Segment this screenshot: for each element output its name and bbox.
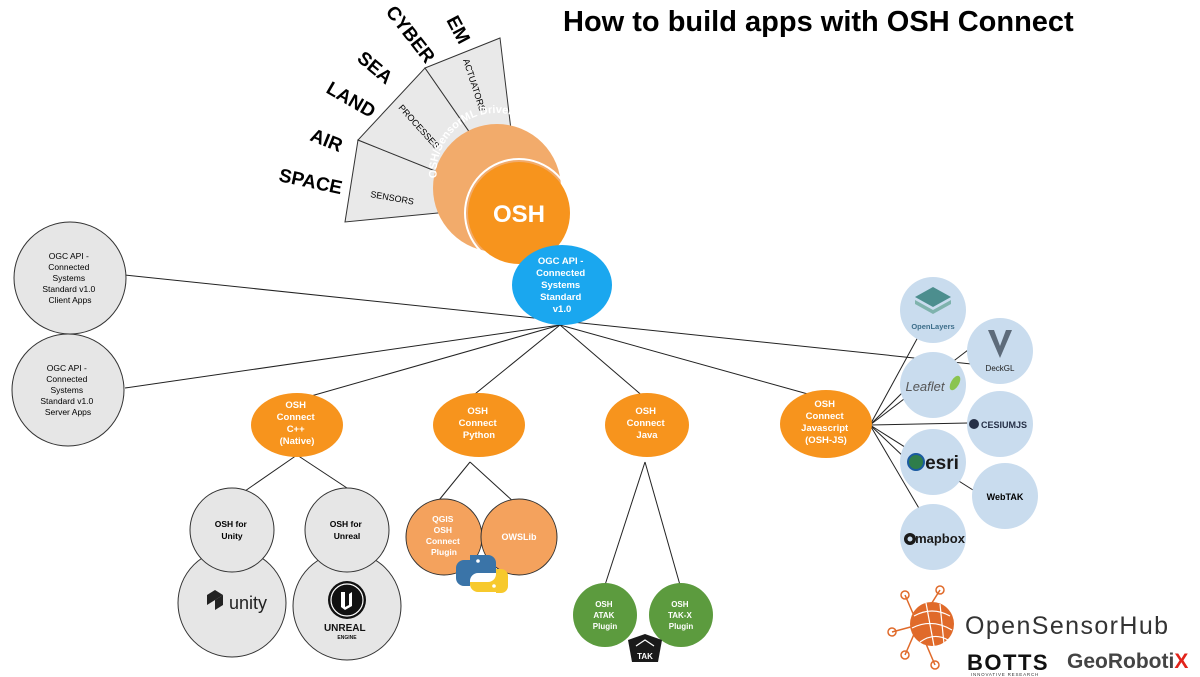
owslib-group: OWSLib: [480, 498, 558, 576]
server-apps-label: OGC API - Connected Systems Standard v1.…: [40, 363, 95, 417]
webtak-node: WebTAK: [972, 463, 1038, 529]
qgis-group: QGIS OSH Connect Plugin: [405, 498, 483, 576]
connect-java-node: OSH Connect Java: [605, 393, 689, 457]
unity-node-label: OSH for Unity: [215, 519, 250, 541]
connect-python-node: OSH Connect Python: [433, 393, 525, 457]
client-apps-node: OGC API - Connected Systems Standard v1.…: [13, 221, 127, 335]
unity-group: OSH for Unity unity: [177, 487, 287, 658]
webtak-label: WebTAK: [987, 492, 1024, 502]
page-title: How to build apps with OSH Connect: [563, 6, 1074, 38]
line-js-esri: [869, 424, 906, 459]
connect-python-label: OSH Connect Python: [459, 406, 500, 441]
atak-group: OSH ATAK Plugin: [573, 583, 637, 647]
cesium-node: CESIUMJS: [967, 391, 1033, 457]
line-python-qgis: [434, 461, 471, 506]
cesium-icon: [969, 419, 979, 429]
connector-lines: [124, 274, 1001, 586]
deckgl-node: DeckGL: [967, 318, 1033, 384]
openlayers-label: OpenLayers: [911, 322, 954, 331]
domain-em: EM: [442, 12, 474, 47]
line-js-mapbox: [869, 424, 921, 511]
leaflet-node: Leaflet: [900, 352, 966, 418]
line-js-cesium: [869, 422, 969, 426]
esri-node: esri: [900, 429, 966, 495]
cesium-label: CESIUMJS: [981, 420, 1027, 430]
qgis-node-label: QGIS OSH Connect Plugin: [426, 514, 462, 557]
takx-node: [649, 583, 713, 647]
openlayers-node: OpenLayers: [900, 277, 966, 343]
atak-node-label: OSH ATAK Plugin: [593, 600, 618, 631]
line-api-cpp: [296, 324, 561, 401]
unity-node: [189, 487, 275, 573]
osh-core-circle: [468, 162, 570, 264]
line-java-atak: [604, 461, 646, 586]
server-apps-node: OGC API - Connected Systems Standard v1.…: [11, 333, 125, 447]
owslib-node-label: OWSLib: [502, 532, 537, 542]
esri-globe-icon: [907, 453, 925, 471]
brand-area: OpenSensorHub BOTTS INNOVATIVE RESEARCH …: [887, 585, 1188, 677]
opensensorhub-wordmark: OpenSensorHub: [965, 612, 1169, 640]
osh-core-label: OSH: [493, 201, 545, 228]
leaflet-leaf-icon: [949, 375, 961, 391]
unity-logo-text: unity: [229, 593, 267, 613]
deckgl-label: DeckGL: [986, 364, 1015, 373]
tak-logo-icon: TAK: [628, 634, 662, 662]
line-api-js: [559, 324, 816, 397]
line-cpp-unreal: [296, 454, 348, 489]
ogc-api-node: OGC API - Connected Systems Standard v1.…: [512, 245, 612, 325]
connect-cpp-node: OSH Connect C++ (Native): [251, 393, 343, 457]
unreal-group: OSH for Unreal UNREAL ENGINE: [292, 487, 402, 661]
takx-node-label: OSH TAK-X Plugin: [668, 600, 694, 631]
python-logo-icon: [456, 555, 508, 593]
domain-sea: SEA: [353, 48, 397, 89]
connect-js-node: OSH Connect Javascript (OSH-JS): [780, 390, 872, 458]
leaflet-label: Leaflet: [905, 379, 945, 394]
botts-subtitle: INNOVATIVE RESEARCH: [971, 672, 1039, 677]
line-js-leaflet: [869, 389, 906, 426]
connect-java-label: OSH Connect Java: [627, 406, 668, 441]
line-java-takx: [644, 461, 681, 586]
connect-js-label: OSH Connect Javascript (OSH-JS): [801, 399, 851, 446]
domain-land: LAND: [323, 78, 379, 123]
opensensorhub-logo-icon: [887, 585, 954, 670]
unreal-node-label: OSH for Unreal: [330, 519, 365, 541]
mapbox-node: mapbox: [900, 504, 966, 570]
unreal-logo-label: UNREAL ENGINE: [324, 618, 370, 641]
atak-node: [573, 583, 637, 647]
line-api-python: [469, 324, 561, 399]
owslib-node: [480, 498, 558, 576]
tak-logo-text: TAK: [637, 652, 653, 661]
takx-group: OSH TAK-X Plugin: [649, 583, 713, 647]
ogc-api-label: OGC API - Connected Systems Standard v1.…: [536, 256, 588, 315]
mapbox-label: mapbox: [915, 531, 966, 546]
js-libs: OpenLayers DeckGL Leaflet CESIUMJS esri …: [900, 277, 1038, 570]
connect-cpp-label: OSH Connect C++ (Native): [277, 400, 318, 447]
unity-icon: [207, 590, 223, 610]
domain-cyber: CYBER: [381, 2, 439, 68]
line-python-owslib: [469, 461, 516, 504]
domain-space: SPACE: [277, 165, 344, 199]
line-api-java: [559, 324, 646, 399]
esri-label: esri: [925, 453, 959, 474]
client-apps-label: OGC API - Connected Systems Standard v1.…: [42, 251, 97, 305]
georobotix-wordmark: GeoRobotiX: [1067, 650, 1188, 673]
botts-wordmark: BOTTS: [967, 650, 1049, 675]
unreal-node: [304, 487, 390, 573]
unreal-icon: [328, 581, 366, 619]
line-server-apps: [124, 324, 561, 389]
domain-air: AIR: [307, 125, 345, 157]
osh-core-group: OSH/SensorML Drivers OSH: [428, 104, 574, 268]
